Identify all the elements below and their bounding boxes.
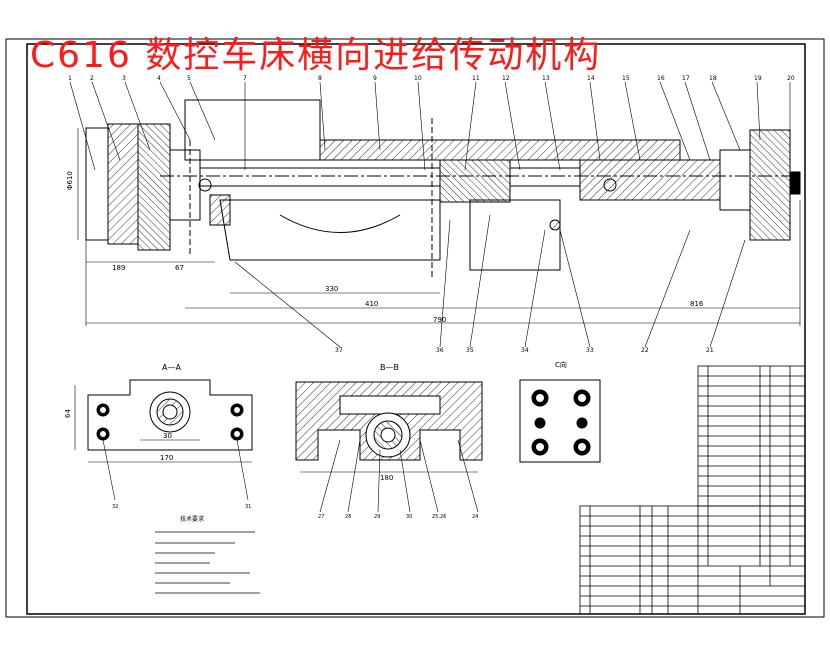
dim-330: 330 xyxy=(325,285,338,293)
svg-text:18: 18 xyxy=(709,75,717,82)
technical-notes xyxy=(155,531,260,594)
svg-text:16: 16 xyxy=(657,75,665,82)
svg-text:37: 37 xyxy=(335,347,343,354)
svg-text:11: 11 xyxy=(472,75,480,82)
dim-816: 816 xyxy=(690,300,704,308)
svg-text:31: 31 xyxy=(245,504,251,510)
svg-text:30: 30 xyxy=(406,514,412,520)
svg-text:10: 10 xyxy=(414,75,422,82)
dim-67: 67 xyxy=(175,264,184,272)
svg-text:29: 29 xyxy=(374,514,380,520)
drawing-title: C616 数控车床横向进给传动机构 xyxy=(30,35,602,76)
svg-text:25,26: 25,26 xyxy=(432,514,446,520)
svg-text:7: 7 xyxy=(243,75,247,82)
section-a-callouts: 32 31 xyxy=(112,504,251,510)
svg-text:19: 19 xyxy=(754,75,762,82)
svg-text:13: 13 xyxy=(542,75,550,82)
parts-list-bottom xyxy=(579,505,806,615)
svg-text:15: 15 xyxy=(622,75,630,82)
inner-border xyxy=(26,43,806,615)
svg-text:24: 24 xyxy=(472,514,478,520)
svg-text:33: 33 xyxy=(586,347,594,354)
svg-text:14: 14 xyxy=(587,75,595,82)
notes-title: 技术要求 xyxy=(180,515,204,523)
svg-text:20: 20 xyxy=(787,75,795,82)
outer-border xyxy=(5,38,825,618)
dim-180: 180 xyxy=(380,474,393,482)
svg-text:3: 3 xyxy=(122,75,126,82)
svg-text:5: 5 xyxy=(187,75,191,82)
dim-170: 170 xyxy=(160,454,173,462)
dim-610: Φ610 xyxy=(66,171,74,190)
dim-790: 790 xyxy=(433,316,446,324)
svg-text:36: 36 xyxy=(436,347,444,354)
section-b-view xyxy=(295,381,483,513)
svg-text:35: 35 xyxy=(466,347,474,354)
part-callouts-bottom: 37 36 35 34 33 22 21 xyxy=(335,347,714,354)
view-c-label: C向 xyxy=(555,360,567,369)
svg-text:2: 2 xyxy=(90,75,94,82)
dim-64: 64 xyxy=(64,409,72,418)
svg-text:12: 12 xyxy=(502,75,510,82)
svg-text:8: 8 xyxy=(318,75,322,82)
svg-text:17: 17 xyxy=(682,75,690,82)
svg-text:4: 4 xyxy=(157,75,161,82)
section-b-callouts: 27 28 29 30 25,26 24 xyxy=(318,514,478,520)
svg-text:1: 1 xyxy=(68,75,72,82)
section-a-label: A—A xyxy=(162,363,181,372)
parts-list-right xyxy=(697,365,806,507)
dim-30: 30 xyxy=(163,432,172,440)
section-a-view xyxy=(74,379,253,501)
dim-189: 189 xyxy=(112,264,125,272)
svg-text:32: 32 xyxy=(112,504,118,510)
svg-text:21: 21 xyxy=(706,347,714,354)
svg-text:27: 27 xyxy=(318,514,324,520)
svg-text:28: 28 xyxy=(345,514,351,520)
svg-text:9: 9 xyxy=(373,75,377,82)
view-c xyxy=(519,379,601,463)
svg-text:34: 34 xyxy=(521,347,529,354)
main-assembly-view xyxy=(69,81,801,348)
dim-410: 410 xyxy=(365,300,378,308)
svg-text:22: 22 xyxy=(641,347,649,354)
section-b-label: B—B xyxy=(380,363,399,372)
